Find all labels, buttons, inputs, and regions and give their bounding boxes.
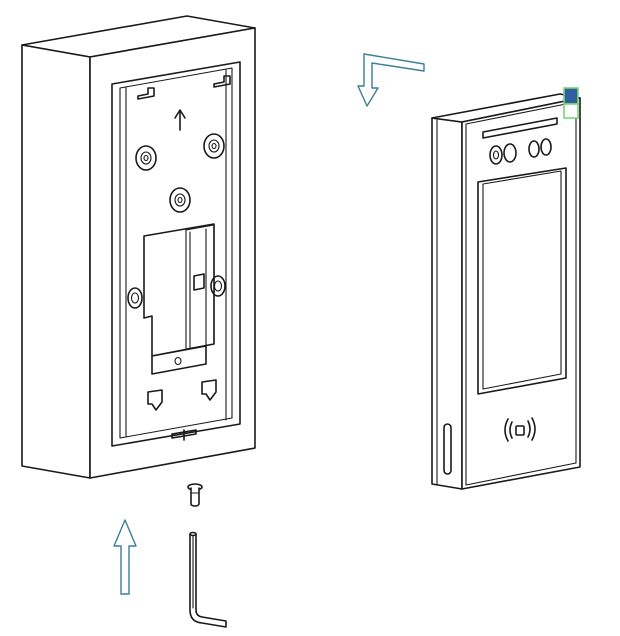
screw-hole-center — [169, 187, 191, 213]
wall-mount-box — [21, 15, 256, 479]
camera-icon — [489, 145, 503, 165]
screw-hole-middle-left — [127, 287, 143, 309]
allen-key — [189, 531, 227, 628]
top-hook-right — [213, 75, 231, 88]
cable-cutout — [143, 223, 215, 375]
screw-hole-top-left — [135, 145, 157, 171]
indicator-green — [563, 103, 579, 119]
up-arrow-icon — [174, 109, 186, 131]
screw-hole-middle-right — [193, 273, 226, 297]
sensor-icon — [528, 140, 540, 158]
camera-icon — [503, 143, 517, 163]
top-hook-left — [137, 87, 155, 100]
touch-screen — [477, 167, 567, 395]
slide-down-arrow-icon — [357, 53, 425, 107]
speaker-grille — [482, 117, 558, 139]
insert-up-arrow-icon — [113, 519, 137, 595]
box-side-face — [21, 44, 91, 479]
indicator-blue — [563, 87, 579, 105]
bottom-hook-left — [147, 389, 163, 411]
sensor-icon — [540, 138, 552, 156]
bottom-hook-right — [201, 379, 217, 401]
side-slot — [443, 423, 452, 475]
nfc-icon — [504, 417, 536, 442]
bottom-screw-slot — [171, 429, 197, 441]
access-control-terminal — [431, 87, 581, 490]
mounting-bracket — [111, 61, 241, 447]
screw-hole-top-right — [203, 133, 225, 159]
fixing-screw — [187, 483, 203, 507]
